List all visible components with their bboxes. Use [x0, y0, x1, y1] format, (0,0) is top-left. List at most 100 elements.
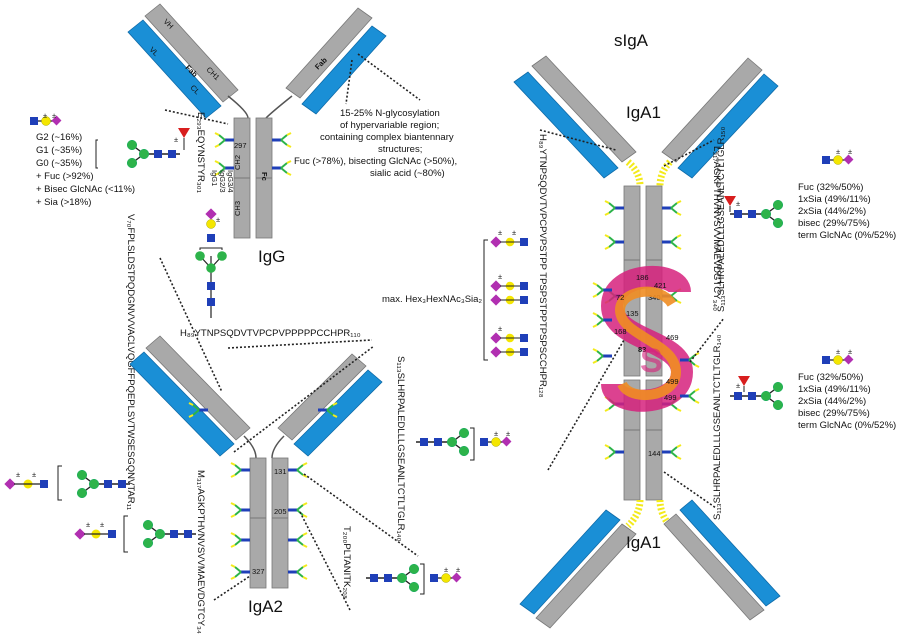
igg-subclass-2: IgG2/3 — [218, 170, 227, 193]
svg-text:±: ± — [43, 111, 47, 120]
iga1-right-upper-sequence: L₃₁₇AGKPTHVNVSVVMAEVDGTCY₃₄₀ — [711, 146, 722, 311]
igg-subclass-1: IgG1 — [210, 170, 219, 186]
igg-subclass-3: IgG3/4 — [226, 170, 235, 193]
sc-label-5: 83 — [638, 345, 646, 354]
svg-text:±: ± — [174, 135, 178, 144]
svg-text:of hypervariable region;: of hypervariable region; — [340, 120, 439, 131]
ch2-label: CH2 — [233, 155, 242, 170]
svg-text:15-25% N-glycosylation: 15-25% N-glycosylation — [340, 108, 440, 119]
fc-label: Fc — [260, 172, 269, 181]
svg-text:±: ± — [86, 520, 90, 529]
svg-text:±: ± — [498, 228, 502, 237]
sc-s-letter: S — [640, 342, 663, 380]
sc-label-2: 421 — [654, 281, 667, 290]
ch3-label: CH3 — [233, 201, 242, 216]
igg-site-297: 297 — [234, 141, 247, 150]
svg-text:±: ± — [32, 470, 36, 479]
sc-label-7: 168 — [614, 327, 627, 336]
svg-text:±: ± — [512, 228, 516, 237]
iga2-glycan-left-lower: ± ± — [74, 515, 197, 553]
svg-text:±: ± — [836, 147, 840, 156]
igg-label: IgG — [258, 247, 285, 266]
iga2-site-205: 205 — [274, 507, 287, 516]
iga-hinge-sequence: H₈₉YTNPSQDVTVPCPVPPPPPCCHPR₁₁₀ — [180, 328, 361, 339]
iga1-glycan-upper: ± ± ± — [724, 147, 855, 229]
svg-text:structures;: structures; — [378, 144, 422, 155]
iga2-site-131: 131 — [274, 467, 287, 476]
iga2-glycan-right-upper: ± ± — [415, 427, 513, 461]
svg-text:2xSia (44%/2%): 2xSia (44%/2%) — [798, 396, 866, 407]
iga2-label: IgA2 — [248, 597, 283, 616]
igg-antibody — [127, 3, 387, 239]
svg-text:1xSia (49%/11%): 1xSia (49%/11%) — [798, 194, 871, 205]
iga1-glycan-stats-upper: Fuc (32%/50%) 1xSia (49%/11%) 2xSia (44%… — [798, 182, 896, 241]
iga2-slhrpal-sequence: S₁₁₃SLHRPALEDLLLGSEANLTCTLTGLR₁₄₀ — [395, 356, 406, 542]
iga1-bottom-label: IgA1 — [626, 533, 661, 552]
svg-text:±: ± — [506, 429, 510, 438]
iga2-glycan-left-upper: ± ± — [4, 465, 131, 501]
iga1-top-label: IgA1 — [626, 103, 661, 122]
iga1-right-middle-sequence: S₁₁₃SLHRPALEDLLLGSEANLTCTLTGLR₁₅₀ — [716, 126, 727, 312]
svg-text:+ Fuc (>92%): + Fuc (>92%) — [36, 171, 94, 182]
svg-text:±: ± — [498, 272, 502, 281]
sc-label-1: 186 — [636, 273, 649, 282]
svg-text:±: ± — [16, 470, 20, 479]
svg-text:G1 (~35%): G1 (~35%) — [36, 145, 82, 156]
siga-upper-iga1 — [513, 55, 779, 377]
iga2-heavy-sequence: M₃₁₇AGKPTHVNVSVVMAEVDGTCY₃₄₀ — [195, 470, 206, 634]
svg-text:containing complex biantennary: containing complex biantennary — [320, 132, 454, 143]
sc-label-6: 72 — [616, 293, 624, 302]
sc-label-8: 135 — [626, 309, 639, 318]
svg-text:term GlcNAc (0%/52%): term GlcNAc (0%/52%) — [798, 230, 896, 241]
svg-text:Fuc (32%/50%): Fuc (32%/50%) — [798, 372, 863, 383]
iga1-right-lower-sequence: S₁₁₃SLHRPALEDLLLGSEANLTCTLTGLR₁₄₀ — [712, 334, 723, 520]
svg-text:+ Sia (>18%): + Sia (>18%) — [36, 197, 91, 208]
svg-text:±: ± — [736, 199, 740, 208]
svg-text:±: ± — [100, 520, 104, 529]
svg-text:±: ± — [836, 347, 840, 356]
svg-text:bisec (29%/75%): bisec (29%/75%) — [798, 218, 870, 229]
sc-label-9: 499 — [664, 393, 677, 402]
svg-text:±: ± — [848, 347, 852, 356]
svg-text:sialic acid (~80%): sialic acid (~80%) — [370, 168, 445, 179]
igg-glycan-stats: G2 (~16%) G1 (~35%) G0 (~35%) + Fuc (>92… — [36, 132, 135, 208]
iga1-glycan-lower: ± ± ± — [729, 347, 855, 411]
igg-glycan-structure: ± ± ± — [29, 111, 190, 169]
svg-text:±: ± — [736, 381, 740, 390]
fab-glycosylation-note: 15-25% N-glycosylation of hypervariable … — [294, 108, 457, 179]
svg-text:G0 (~35%): G0 (~35%) — [36, 158, 82, 169]
svg-text:±: ± — [444, 565, 448, 574]
svg-text:±: ± — [456, 565, 460, 574]
iga2-glycan-right-lower: ± ± — [365, 563, 463, 595]
hinge-glycan: ± — [195, 208, 227, 318]
svg-text:Fuc (>78%), bisecting GlcNAc (: Fuc (>78%), bisecting GlcNAc (>50%), — [294, 156, 457, 167]
svg-text:term GlcNAc (0%/52%): term GlcNAc (0%/52%) — [798, 420, 896, 431]
secretory-component — [600, 265, 694, 412]
iga1-glycan-stats-lower: Fuc (32%/50%) 1xSia (49%/11%) 2xSia (44%… — [798, 372, 896, 431]
igg-fc-sequence: E₂₉₃EQYNSTYR₃₀₁ — [195, 112, 206, 193]
sc-label-4: 499 — [666, 377, 679, 386]
svg-text:Fuc (32%/50%): Fuc (32%/50%) — [798, 182, 863, 193]
iga2-pltanitk-sequence: T₂₀₀PLTANITK₂₀₈ — [341, 526, 352, 599]
iga1-site-144: 144 — [648, 449, 661, 458]
svg-text:±: ± — [494, 429, 498, 438]
svg-text:1xSia (49%/11%): 1xSia (49%/11%) — [798, 384, 871, 395]
iga-vertical-sequence: V₇₀FPLSLDSTPQDGNVVVACLVQGFFPQEPLSVTWSESG… — [125, 214, 136, 510]
svg-text:±: ± — [52, 111, 56, 120]
max-hex-label: max. Hex₃HexNAc₃Sia₂ — [382, 294, 482, 305]
svg-text:2xSia (44%/2%): 2xSia (44%/2%) — [798, 206, 866, 217]
svg-text:bisec (29%/75%): bisec (29%/75%) — [798, 408, 870, 419]
sc-label-3: 469 — [666, 333, 679, 342]
svg-text:±: ± — [498, 324, 502, 333]
svg-text:G2 (~16%): G2 (~16%) — [36, 132, 82, 143]
siga-lower-iga1 — [519, 379, 781, 629]
svg-text:±: ± — [848, 147, 852, 156]
iga2-antibody — [129, 335, 383, 589]
iga1-hinge-glycans: ± ± ± ± — [483, 228, 528, 361]
iga1-hinge-sequence: H₈₉YTNPSQDVTVPCPVPSTPP TPSPSTPPTPSPSCCHP… — [537, 134, 548, 398]
svg-text:±: ± — [216, 215, 220, 224]
svg-text:+ Bisec GlcNAc (<11%): + Bisec GlcNAc (<11%) — [36, 184, 135, 195]
siga-label: sIgA — [614, 31, 649, 50]
iga2-site-327: 327 — [252, 567, 265, 576]
